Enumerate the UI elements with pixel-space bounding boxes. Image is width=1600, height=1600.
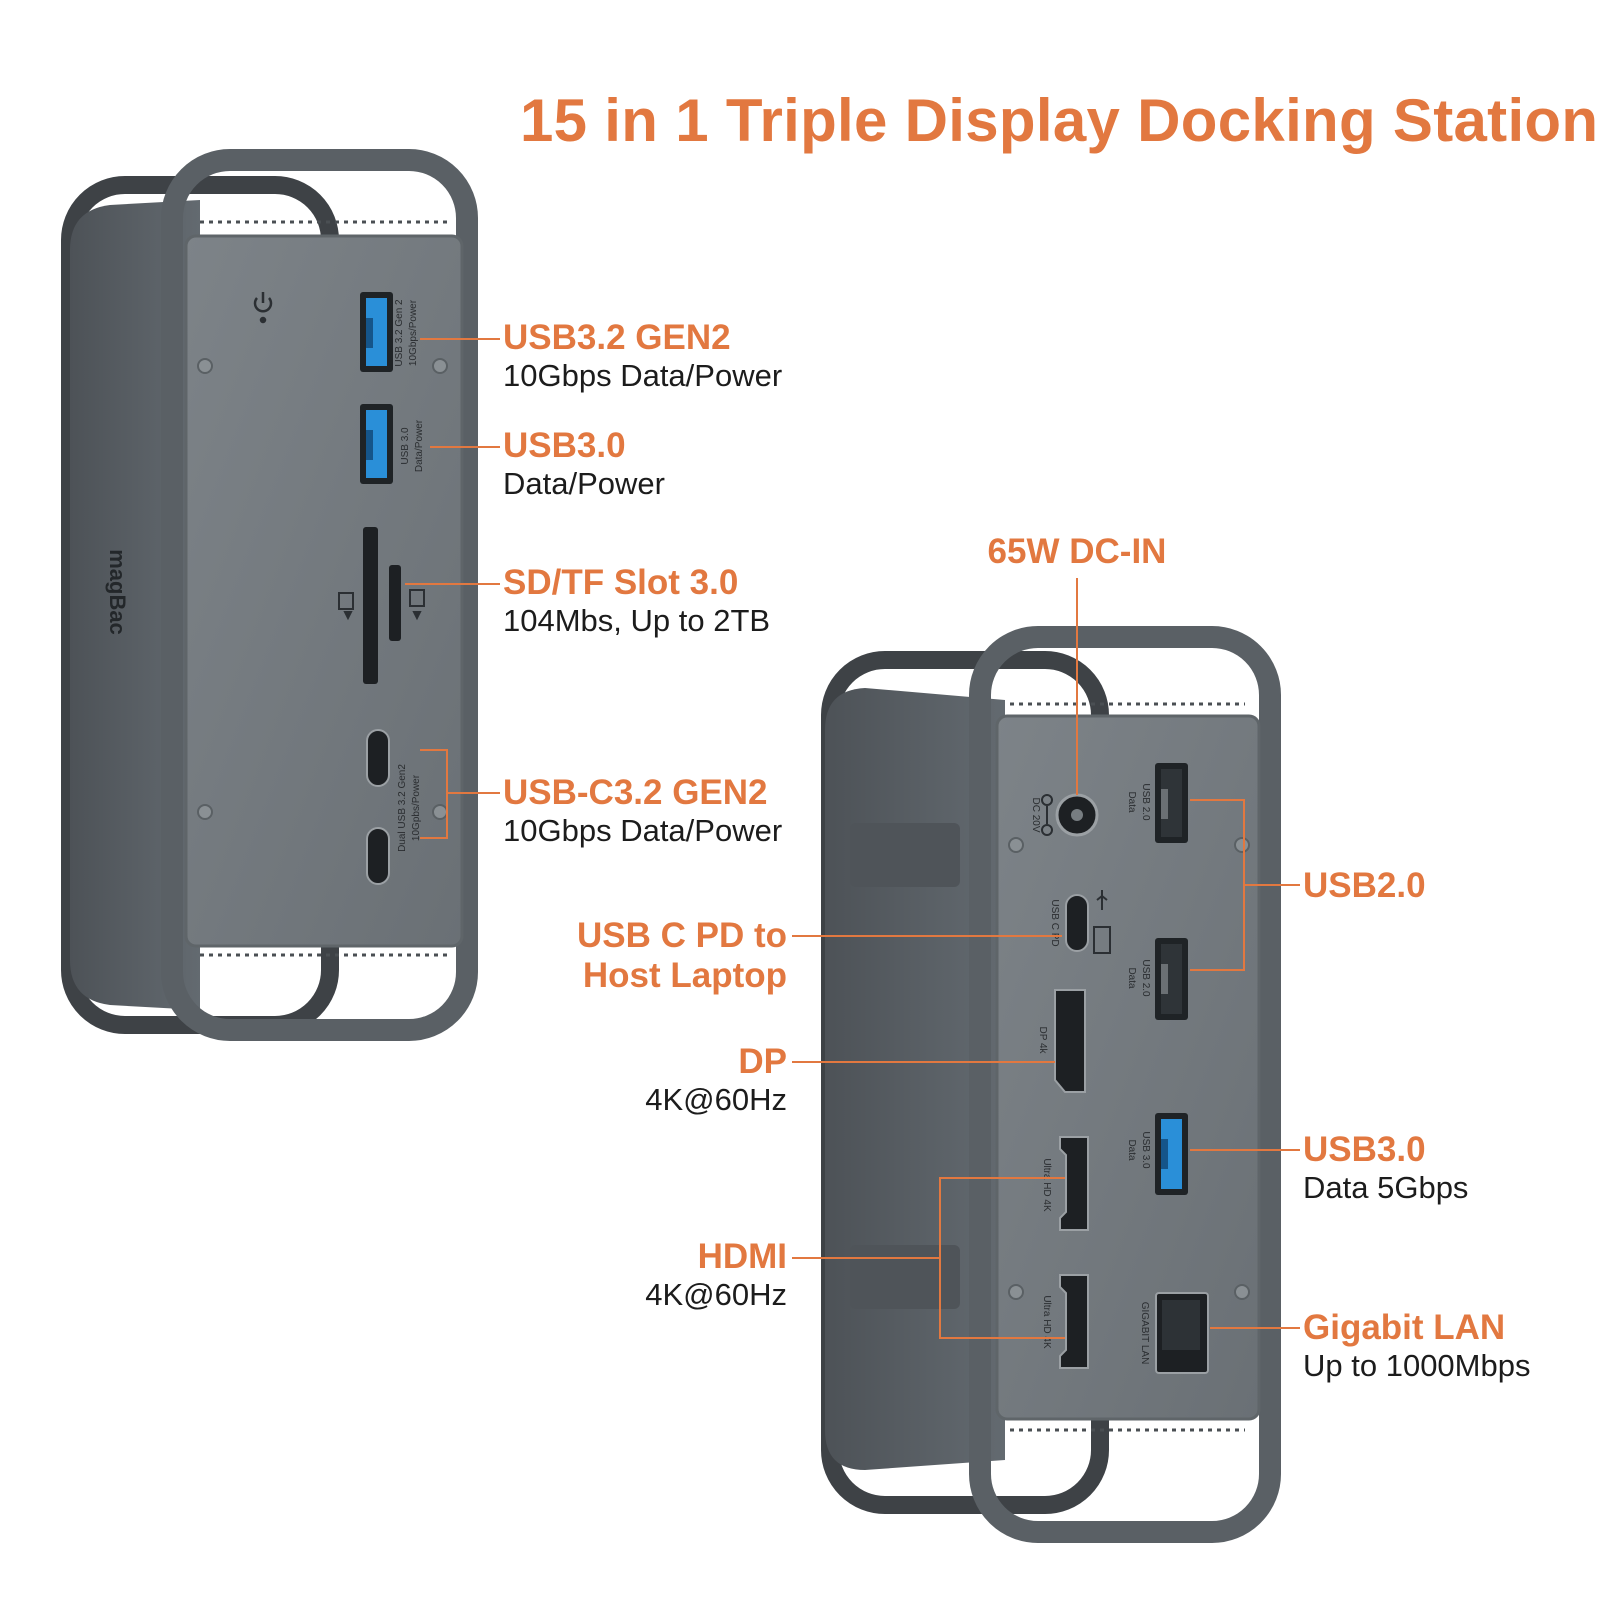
callout-dc-in: 65W DC-IN	[970, 532, 1184, 572]
front-usb30-label-1: USB 3.0	[400, 427, 411, 465]
rear-panel	[995, 714, 1261, 1421]
rear-lan-port[interactable]	[1155, 1292, 1209, 1374]
rear-usb3-label-2: Data	[1126, 1139, 1137, 1161]
front-usb32-port[interactable]	[360, 292, 393, 372]
rear-usb2-a-label-1: USB 2.0	[1140, 783, 1151, 821]
front-screws	[197, 358, 448, 820]
front-frame	[161, 149, 478, 1041]
rear-dc-label: DC 20V	[1030, 797, 1041, 832]
callout-usb30-front-sub: Data/Power	[503, 466, 665, 502]
callout-gigabit-lan: Gigabit LAN Up to 1000Mbps	[1303, 1308, 1530, 1384]
dc-polarity-icon	[1041, 794, 1053, 836]
front-callout-lines	[405, 338, 500, 839]
callout-hdmi-head: HDMI	[697, 1237, 787, 1276]
front-usbc-port-1[interactable]	[366, 729, 390, 787]
rear-screws	[1008, 837, 1250, 1300]
rear-usb2-b-label-1: USB 2.0	[1140, 959, 1151, 997]
callout-gigabit-lan-sub: Up to 1000Mbps	[1303, 1348, 1531, 1384]
tf-card-icon	[409, 589, 425, 621]
front-usbc-port-2[interactable]	[366, 827, 390, 885]
callout-usbc-gen2-head: USB-C3.2 GEN2	[503, 773, 768, 812]
callout-dp-head: DP	[738, 1042, 787, 1081]
laptop-icon	[1093, 926, 1111, 954]
rear-usb2-b-label-2: Data	[1126, 967, 1137, 989]
callout-dp: DP 4K@60Hz	[600, 1042, 787, 1118]
callout-usb30-rear-head: USB3.0	[1303, 1130, 1426, 1169]
rear-dc-in-port[interactable]	[1055, 793, 1099, 837]
side-tab-top	[850, 823, 960, 887]
callout-usb30-rear: USB3.0 Data 5Gbps	[1303, 1130, 1468, 1206]
callout-usb20: USB2.0	[1303, 866, 1426, 906]
rear-hdmi-a-label: Ultra HD 4K	[1041, 1158, 1052, 1212]
callout-usb30-rear-sub: Data 5Gbps	[1303, 1170, 1469, 1206]
callout-usb30-front-head: USB3.0	[503, 426, 626, 465]
sd-card-icon	[338, 592, 354, 621]
callout-dp-sub: 4K@60Hz	[645, 1082, 787, 1118]
rear-hdmi-b-label: Ultra HD 4K	[1041, 1295, 1052, 1349]
callout-usbc-gen2: USB-C3.2 GEN2 10Gbps Data/Power	[503, 773, 782, 849]
rear-hdmi-port-1[interactable]	[1059, 1136, 1089, 1231]
callout-usbc-gen2-sub: 10Gbps Data/Power	[503, 813, 783, 849]
callout-usbc-pd: USB C PD to Host Laptop	[560, 916, 787, 997]
rear-usb30-port[interactable]	[1155, 1113, 1188, 1195]
rear-usb2-a-label-2: Data	[1126, 791, 1137, 813]
brand-logo: magBac	[105, 549, 130, 635]
sd-card-slot[interactable]	[363, 527, 378, 684]
rear-usb3-label-1: USB 3.0	[1140, 1131, 1151, 1169]
callout-sd-tf-slot-head: SD/TF Slot 3.0	[503, 563, 739, 602]
front-usb32-label-2: 10Gbps/Power	[408, 299, 419, 366]
power-icon[interactable]	[253, 292, 273, 324]
rear-usb2-port-1[interactable]	[1155, 763, 1188, 843]
rear-usbc-pd-port[interactable]	[1065, 894, 1089, 952]
callout-usb32-gen2: USB3.2 GEN2 10Gbps Data/Power	[503, 318, 782, 394]
callout-usb32-gen2-sub: 10Gbps Data/Power	[503, 358, 783, 394]
front-usb30-label-2: Data/Power	[414, 419, 425, 472]
tf-card-slot[interactable]	[389, 565, 401, 641]
rear-dp-label: DP 4k	[1037, 1026, 1048, 1054]
callout-sd-tf-slot-sub: 104Mbs, Up to 2TB	[503, 603, 771, 639]
callout-usb30-front: USB3.0 Data/Power	[503, 426, 665, 502]
page-title: 15 in 1 Triple Display Docking Station	[520, 87, 1599, 154]
rear-vents	[1010, 702, 1245, 1432]
callout-hdmi: HDMI 4K@60Hz	[600, 1237, 787, 1313]
callout-sd-tf-slot: SD/TF Slot 3.0 104Mbs, Up to 2TB	[503, 563, 770, 639]
front-usbc-label-1: Dual USB 3.2 Gen2	[397, 764, 408, 852]
rear-dock: DC 20V USB 2.0 Data USB C PD	[821, 626, 1281, 1543]
side-tab-bottom	[850, 1245, 960, 1309]
callout-hdmi-sub: 4K@60Hz	[645, 1277, 787, 1313]
callout-usb32-gen2-head: USB3.2 GEN2	[503, 318, 731, 357]
callout-usbc-pd-head: USB C PD to Host Laptop	[577, 916, 787, 996]
front-vents	[200, 220, 450, 957]
callout-usb20-head: USB2.0	[1303, 866, 1426, 905]
front-usb32-label-1: USB 3.2 Gen 2	[394, 299, 405, 367]
rear-callout-lines	[792, 578, 1300, 1339]
callout-gigabit-lan-head: Gigabit LAN	[1303, 1308, 1506, 1347]
rear-dp-port[interactable]	[1054, 989, 1086, 1093]
rear-frame	[969, 626, 1281, 1543]
callout-dc-in-head: 65W DC-IN	[987, 532, 1167, 571]
front-usbc-label-2: 10Gpbs/Power	[411, 774, 422, 841]
rear-lan-label: GIGABIT LAN	[1139, 1302, 1150, 1365]
rear-usbc-label: USB C PD	[1049, 899, 1060, 946]
front-dock: magBac USB 3.2 Gen 2 10Gbps/Power USB	[61, 149, 478, 1041]
front-usb30-port[interactable]	[360, 404, 393, 484]
rear-usb2-port-2[interactable]	[1155, 938, 1188, 1020]
usb-icon	[1096, 890, 1108, 910]
rear-hdmi-port-2[interactable]	[1059, 1274, 1089, 1369]
